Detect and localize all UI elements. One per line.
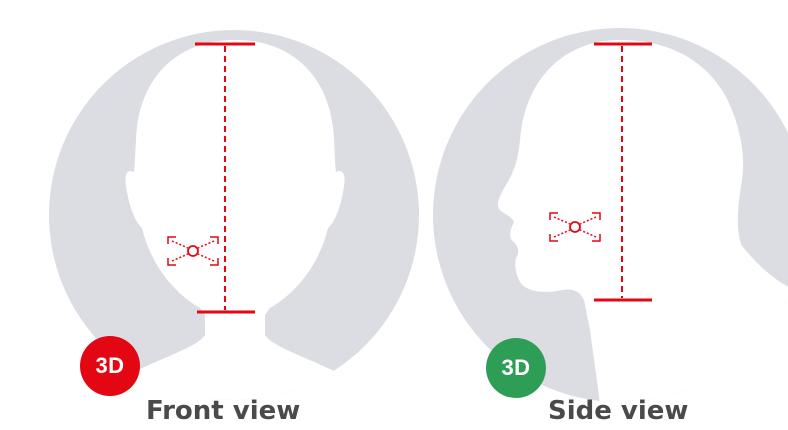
front-view-panel: 3D Front view bbox=[49, 30, 419, 426]
front-target-reticle bbox=[167, 236, 219, 266]
front-3d-badge: 3D bbox=[80, 336, 140, 396]
side-view-caption: Side view bbox=[548, 396, 689, 426]
side-head-silhouette bbox=[497, 40, 788, 402]
front-head-silhouette bbox=[100, 40, 370, 400]
side-3d-badge: 3D bbox=[486, 338, 546, 398]
side-target-reticle bbox=[549, 212, 601, 242]
front-view-illustration bbox=[49, 30, 419, 400]
side-view-panel: 3D Side view bbox=[420, 0, 788, 430]
side-view-illustration bbox=[433, 28, 788, 402]
front-view-caption: Front view bbox=[146, 396, 301, 426]
